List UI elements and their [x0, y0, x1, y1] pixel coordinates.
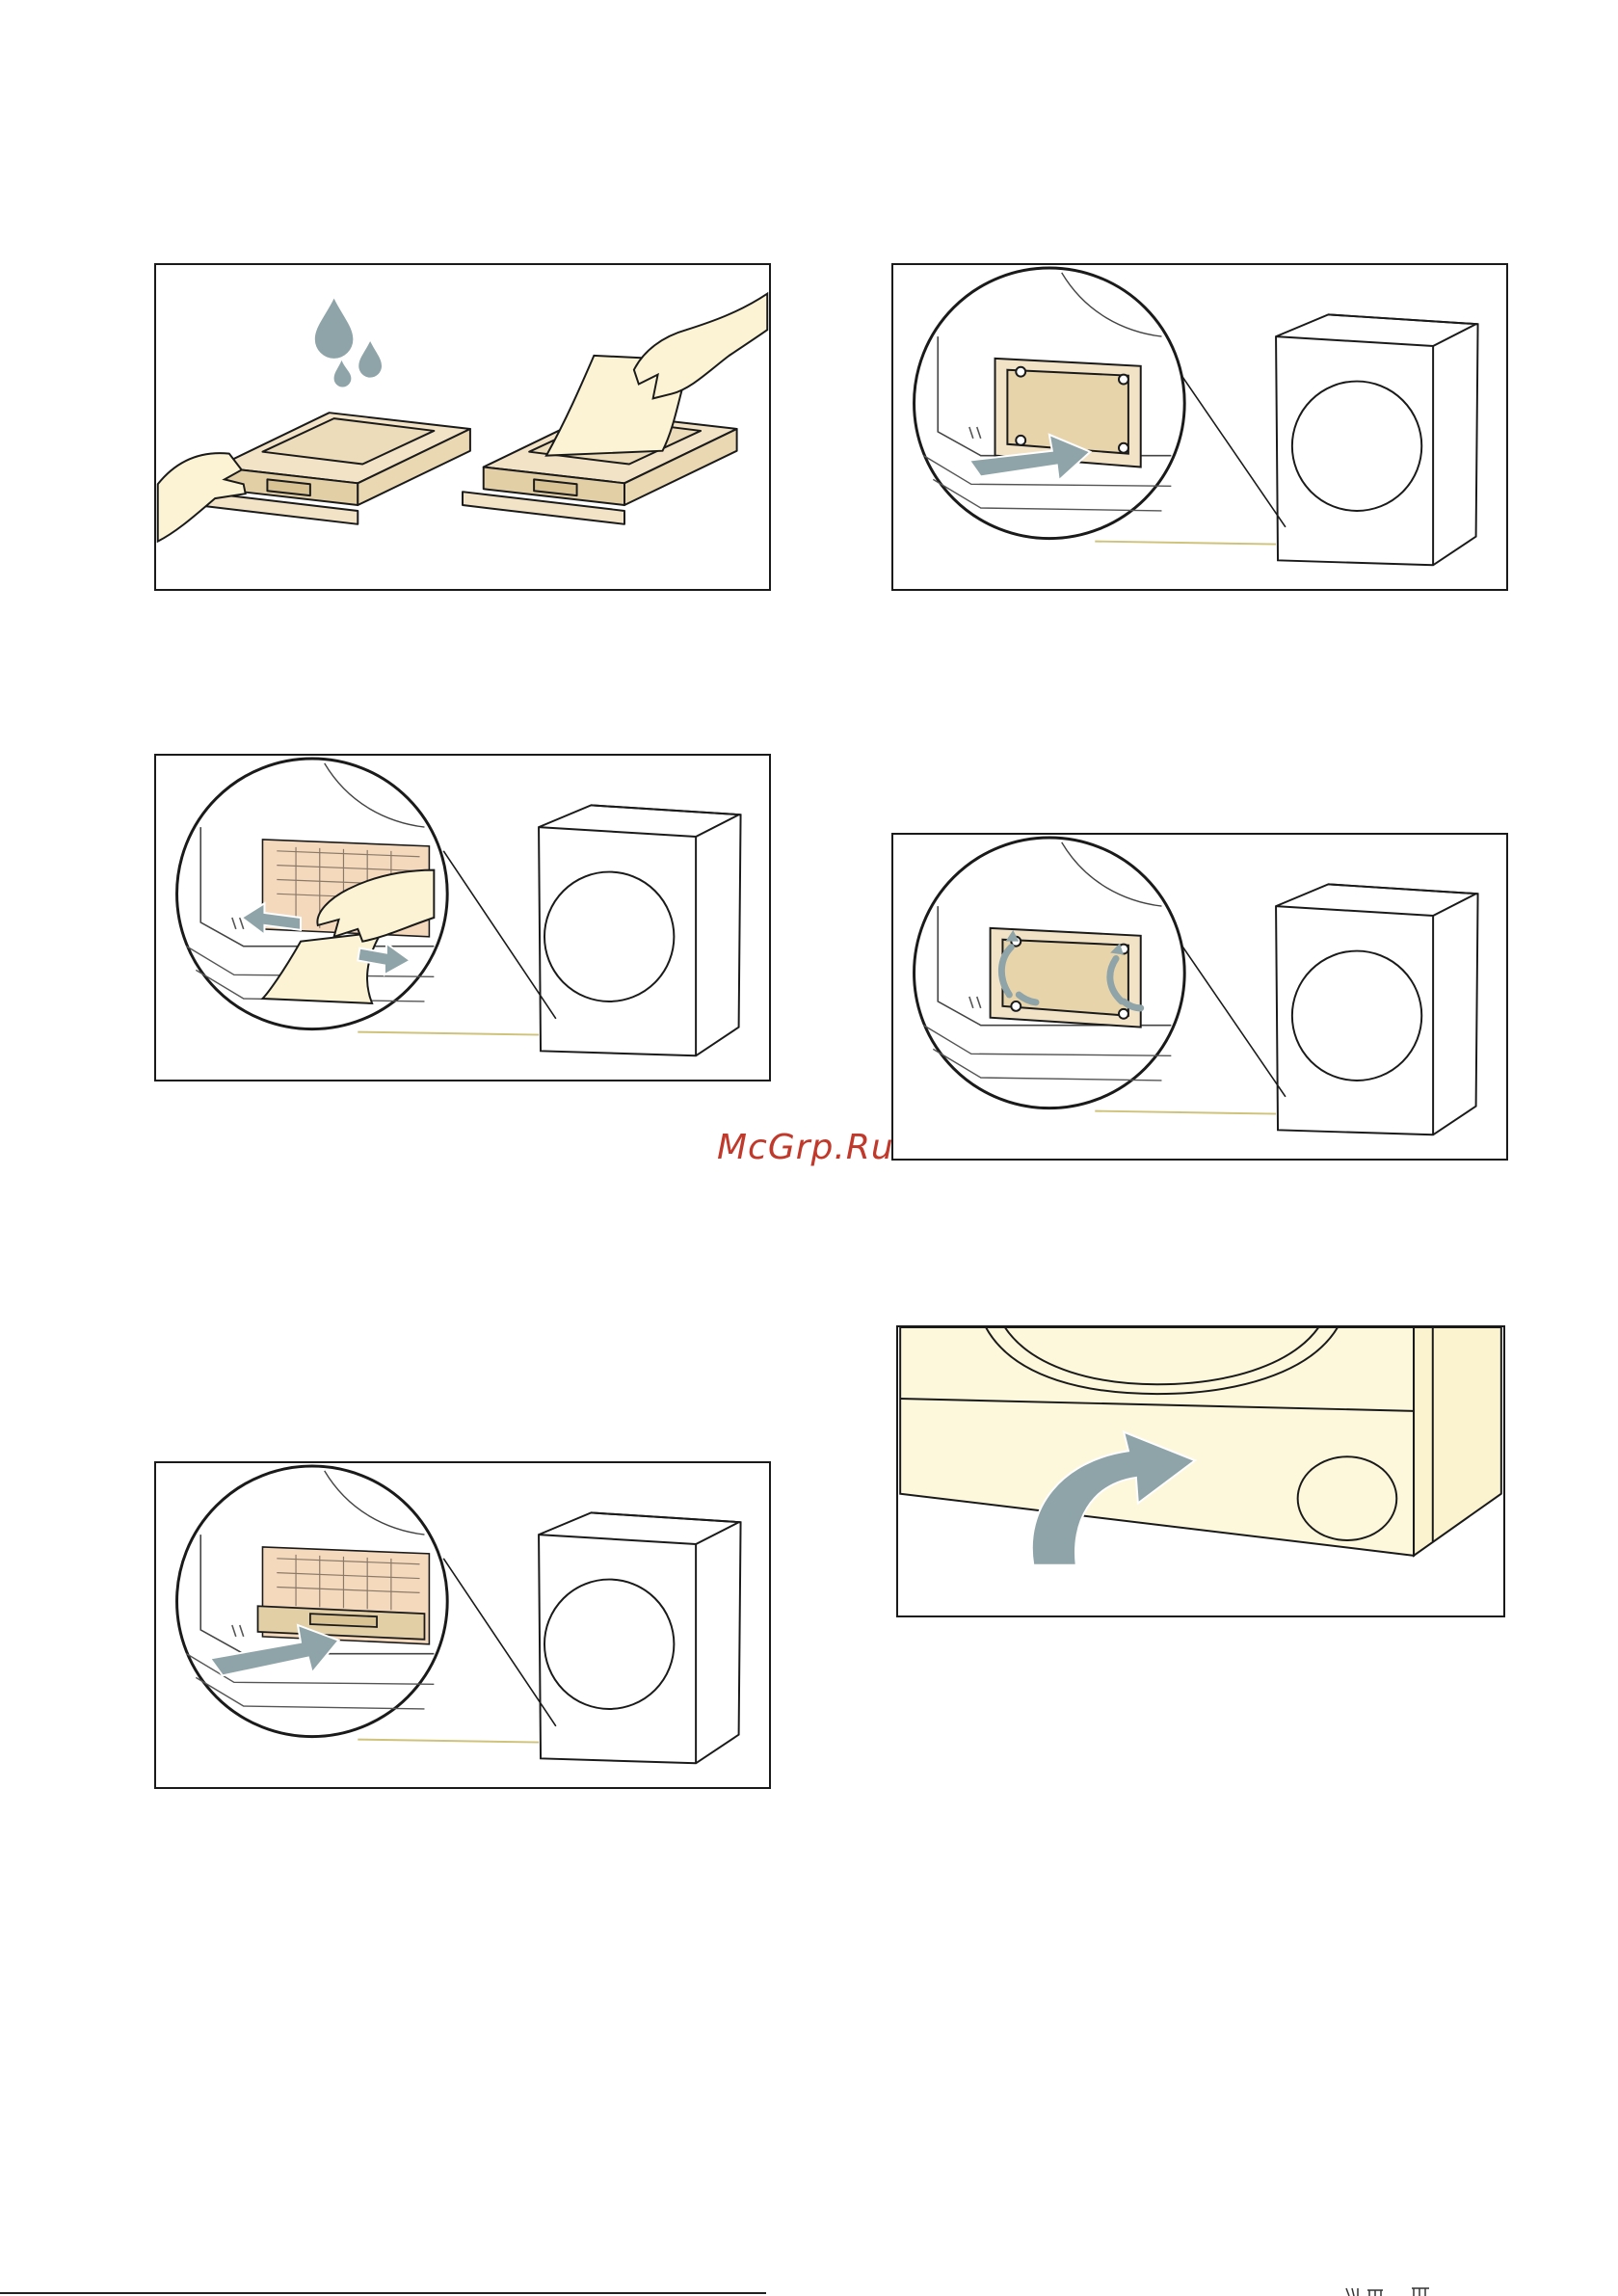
figure-5-insert-filter — [154, 1461, 771, 1789]
leader-line — [1095, 1111, 1276, 1114]
leader-line — [1171, 930, 1286, 1097]
leader-line — [1095, 542, 1276, 545]
figure-4-illustration — [893, 835, 1506, 1159]
dryer-icon — [1276, 314, 1478, 565]
figure-3-illustration — [156, 756, 769, 1080]
figure-3-wipe-housing — [154, 754, 771, 1081]
watermark: McGrp.Ru — [717, 1128, 894, 1167]
footer-marks — [1344, 2286, 1431, 2296]
dryer-icon — [539, 805, 741, 1055]
figure-6-illustration — [898, 1327, 1503, 1615]
figure-5-illustration — [156, 1463, 769, 1787]
figure-2-illustration — [893, 265, 1506, 589]
round-cover-icon — [1298, 1456, 1397, 1540]
leader-line — [1171, 360, 1286, 527]
dryer-icon — [1276, 884, 1478, 1135]
water-drops-icon — [315, 299, 382, 387]
dryer-icon — [539, 1512, 741, 1763]
leader-line — [358, 1740, 539, 1743]
figure-4-lock-levers — [891, 833, 1508, 1161]
filter-frame-icon — [991, 928, 1141, 1028]
figure-1-illustration — [156, 265, 769, 589]
figure-2-insert-frame — [891, 263, 1508, 591]
dryer-base-icon — [900, 1327, 1501, 1556]
figure-6-close-cover — [896, 1325, 1505, 1617]
leader-line — [358, 1032, 539, 1035]
figure-1-rinse-filter — [154, 263, 771, 591]
footer-rule — [0, 2292, 766, 2294]
